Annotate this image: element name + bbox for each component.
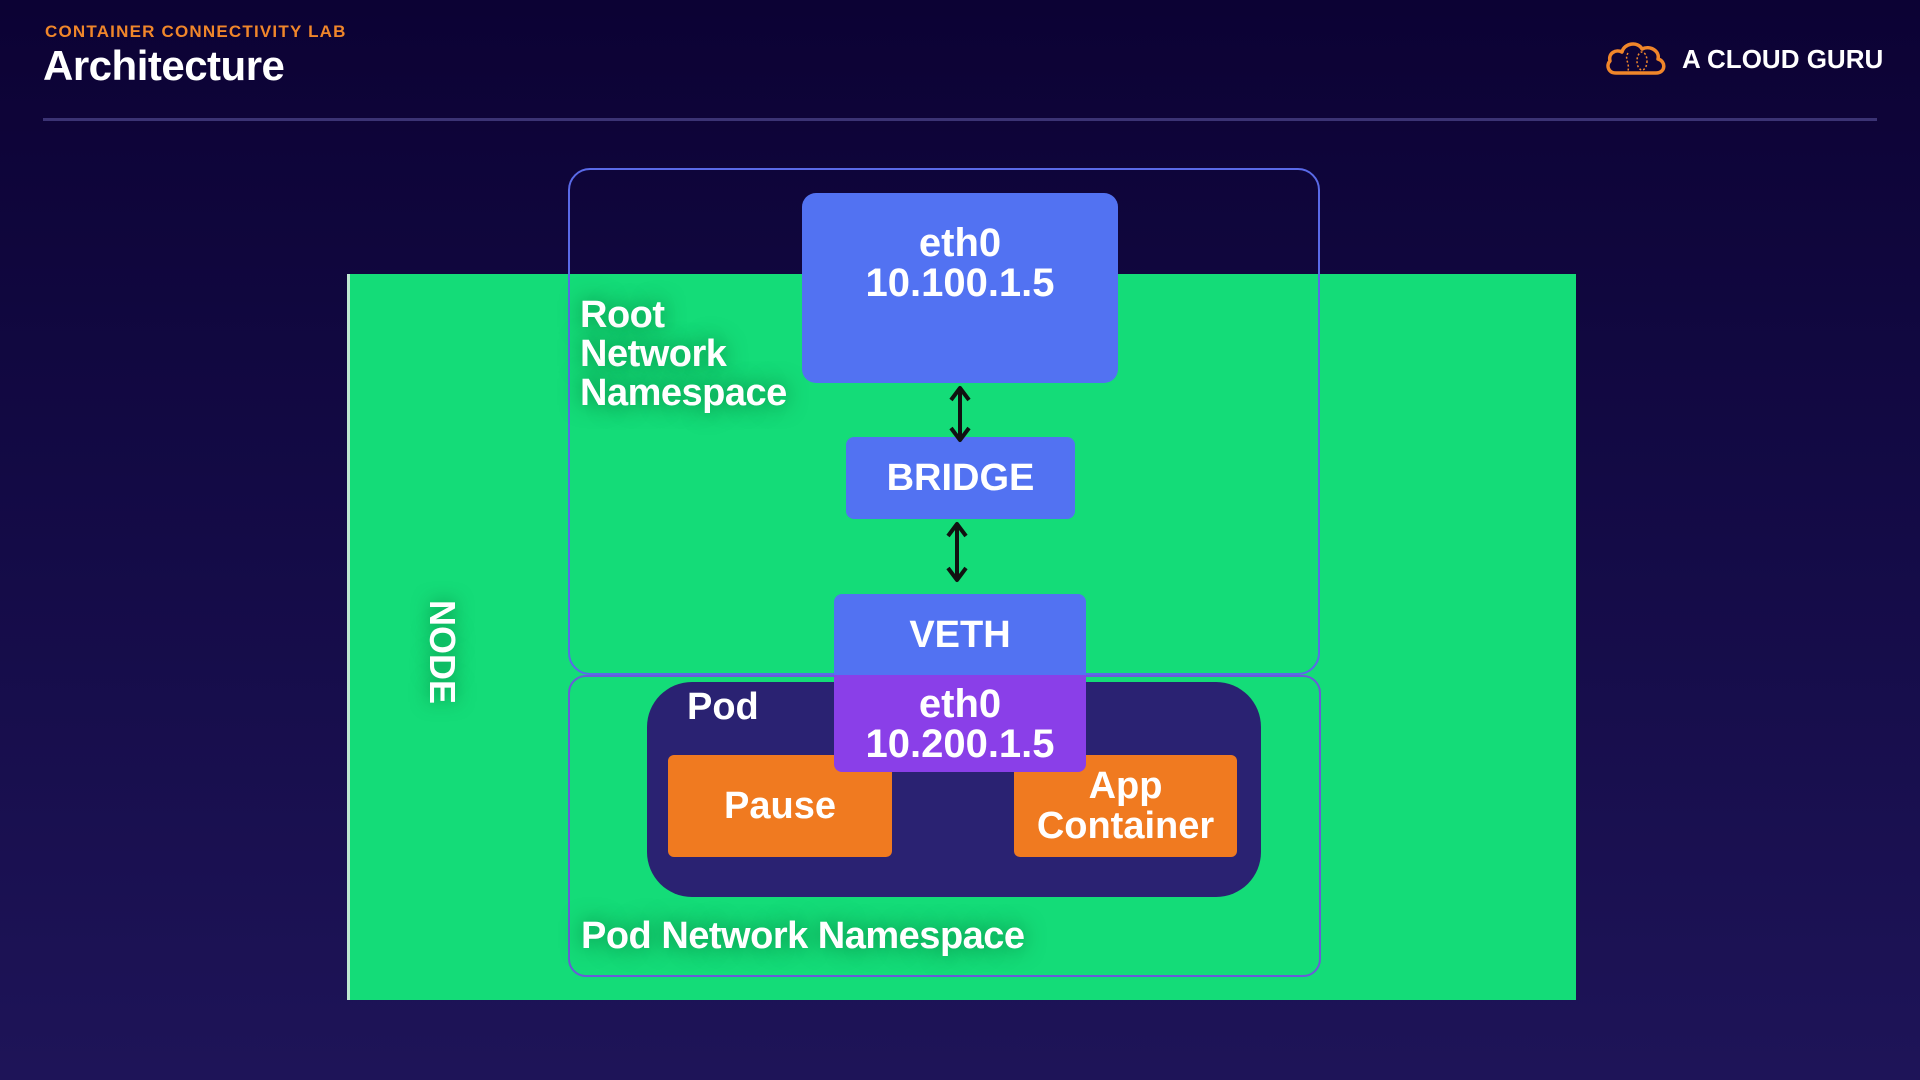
pause-label: Pause bbox=[724, 784, 836, 827]
brand-name: A CLOUD GURU bbox=[1682, 43, 1884, 74]
pause-container: Pause bbox=[668, 755, 892, 857]
pod-eth0-interface: eth0 10.200.1.5 bbox=[834, 675, 1086, 772]
root-ns-line-2: Network bbox=[580, 333, 727, 375]
root-ns-line-1: Root bbox=[580, 294, 665, 336]
brand-logo: A CLOUD GURU bbox=[1604, 38, 1883, 80]
arrow-bridge-veth-icon bbox=[946, 522, 968, 582]
app-label-line-1: App bbox=[1088, 765, 1163, 807]
pod-eth0-ip: 10.200.1.5 bbox=[865, 721, 1055, 766]
veth-interface: VETH bbox=[834, 594, 1086, 676]
pod-eth0-name: eth0 bbox=[918, 681, 1002, 726]
page-title: Architecture bbox=[43, 42, 285, 89]
cloud-logo-icon bbox=[1606, 42, 1666, 75]
bridge-interface: BRIDGE bbox=[846, 437, 1075, 519]
arrow-eth0-bridge-icon bbox=[949, 386, 971, 442]
pod-label: Pod bbox=[687, 686, 759, 728]
root-namespace-label: Root Network Namespace bbox=[580, 296, 787, 413]
lab-subtitle: CONTAINER CONNECTIVITY LAB bbox=[45, 22, 347, 41]
pod-namespace-label: Pod Network Namespace bbox=[581, 915, 1025, 957]
host-eth0-name: eth0 bbox=[918, 221, 1002, 265]
app-label-line-2: Container bbox=[1036, 805, 1215, 847]
host-eth0-interface: eth0 10.100.1.5 bbox=[802, 193, 1118, 383]
veth-label: VETH bbox=[909, 613, 1011, 656]
bridge-label: BRIDGE bbox=[886, 456, 1035, 499]
node-label: NODE bbox=[422, 600, 463, 705]
app-container: App Container bbox=[1014, 755, 1237, 857]
root-ns-line-3: Namespace bbox=[580, 372, 787, 414]
host-eth0-ip: 10.100.1.5 bbox=[865, 261, 1055, 305]
header-divider bbox=[43, 118, 1877, 121]
